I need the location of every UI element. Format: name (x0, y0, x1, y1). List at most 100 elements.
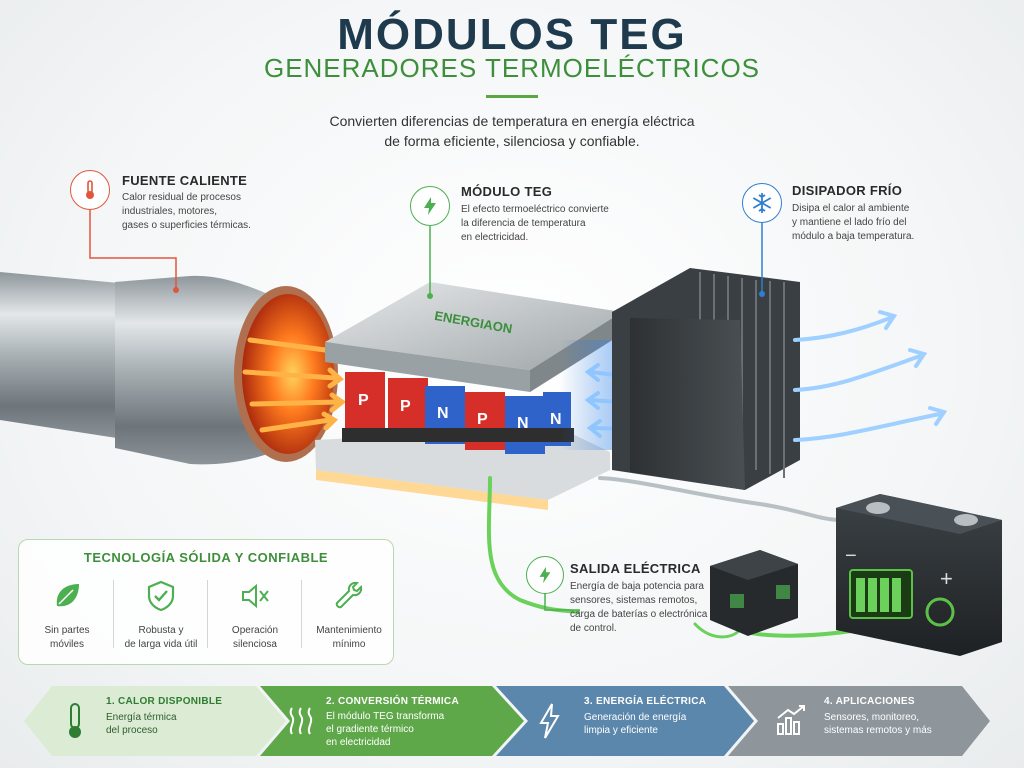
leg-label: N (550, 411, 562, 428)
step-arrow-4 (728, 686, 990, 756)
hot-source-line: Calor residual de procesos (122, 192, 241, 203)
feature-label: Sin partes móviles (21, 624, 113, 652)
cold-sink-line: y mantiene el lado frío del (792, 217, 907, 228)
feature-label: Robusta y de larga vida útil (115, 624, 207, 652)
shield-check-icon (147, 580, 175, 612)
feature-line: de larga vida útil (124, 639, 198, 650)
title-divider (486, 95, 538, 98)
step-line: sistemas remotos y más (824, 725, 932, 736)
feature-item: Robusta y de larga vida útil (115, 576, 207, 656)
feature-separator (207, 580, 208, 648)
step-text: Sensores, monitoreo, sistemas remotos y … (824, 711, 932, 737)
hot-source-line: gases o superficies térmicas. (122, 220, 251, 231)
step-title: 2. CONVERSIÓN TÉRMICA (326, 696, 459, 707)
process-steps: 1. CALOR DISPONIBLE Energía térmica del … (24, 686, 990, 756)
battery-minus: − (845, 545, 857, 567)
leg-label: N (437, 405, 449, 422)
feature-line: Operación (231, 625, 279, 636)
hot-source-line: industriales, motores, (122, 206, 218, 217)
teg-module-text: El efecto termoeléctrico convierte la di… (461, 203, 609, 245)
thermometer-icon (70, 170, 110, 210)
step-line: El módulo TEG transforma (326, 711, 445, 722)
callout-leaders (89, 208, 765, 611)
intro-line-1: Convierten diferencias de temperatura en… (329, 113, 695, 129)
leg-label: N (517, 415, 529, 432)
teg-leg-labels: P P N P N N (358, 392, 562, 432)
feature-item: Sin partes móviles (21, 576, 113, 656)
step-line: el gradiente térmico (326, 724, 414, 735)
step-line: Sensores, monitoreo, (824, 712, 920, 723)
page-subtitle: GENERADORES TERMOELÉCTRICOS (263, 53, 761, 83)
cold-sink-line: módulo a baja temperatura. (792, 231, 915, 242)
cold-sink-title: DISIPADOR FRÍO (792, 183, 903, 198)
control-box (710, 550, 798, 636)
bar-chart-icon (777, 705, 805, 735)
leg-label: P (400, 398, 411, 415)
electric-output-line: carga de baterías o electrónica (570, 609, 708, 620)
hot-pipe (0, 272, 338, 465)
battery (836, 494, 1002, 656)
step-text: Energía térmica del proceso (106, 711, 177, 737)
lightning-icon (410, 186, 450, 226)
thermometer-icon (69, 703, 81, 738)
cold-sink-line: Disipa el calor al ambiente (792, 203, 910, 214)
heat-sink (612, 268, 800, 490)
step-arrow-2 (260, 686, 524, 756)
step-title: 4. APLICACIONES (824, 696, 915, 707)
teg-module-line: la diferencia de temperatura (461, 218, 586, 229)
heat-waves-icon (289, 707, 313, 735)
features-title: TECNOLOGÍA SÓLIDA Y CONFIABLE (83, 550, 329, 565)
step-line: del proceso (106, 725, 158, 736)
step-line: Generación de energía (584, 712, 687, 723)
intro-line-2: de forma eficiente, silenciosa y confiab… (384, 133, 640, 149)
lightning-icon (526, 556, 564, 594)
process-steps-arrows (24, 686, 990, 756)
page-title: MÓDULOS TEG (337, 10, 687, 59)
features-panel: TECNOLOGÍA SÓLIDA Y CONFIABLE Sin partes… (18, 539, 394, 665)
step-text: El módulo TEG transforma el gradiente té… (326, 710, 444, 749)
step-line: Energía térmica (106, 712, 177, 723)
leaf-icon (56, 584, 79, 607)
dissipation-arrows (793, 310, 948, 442)
electric-output-line: Energía de baja potencia para (570, 581, 704, 592)
step-arrow-3 (496, 686, 754, 756)
battery-plus: + (940, 566, 953, 591)
teg-legs (342, 372, 574, 454)
electric-output-title: SALIDA ELÉCTRICA (570, 561, 701, 576)
feature-line: Robusta y (138, 625, 184, 636)
step-line: limpia y eficiente (584, 725, 658, 736)
snowflake-icon (742, 183, 782, 223)
intro-text: Convierten diferencias de temperatura en… (262, 111, 762, 151)
feature-label: Mantenimiento mínimo (303, 624, 395, 652)
teg-module-line: El efecto termoeléctrico convierte (461, 204, 609, 215)
step-line: en electricidad (326, 737, 391, 748)
teg-module-title: MÓDULO TEG (461, 184, 553, 199)
feature-line: Sin partes (44, 625, 90, 636)
step-title: 3. ENERGÍA ELÉCTRICA (584, 696, 707, 707)
teg-module-line: en electricidad. (461, 232, 529, 243)
feature-separator (301, 580, 302, 648)
feature-label: Operación silenciosa (209, 624, 301, 652)
feature-item: Operación silenciosa (209, 576, 301, 656)
speaker-mute-icon (242, 583, 269, 609)
feature-separator (113, 580, 114, 648)
hot-source-text: Calor residual de procesos industriales,… (122, 191, 251, 233)
feature-line: Mantenimiento (316, 625, 382, 636)
step-title: 1. CALOR DISPONIBLE (106, 696, 223, 707)
feature-line: silenciosa (233, 639, 277, 650)
feature-line: mínimo (332, 639, 366, 650)
feature-line: móviles (50, 639, 84, 650)
electric-output-text: Energía de baja potencia para sensores, … (570, 580, 707, 636)
leg-label: P (477, 411, 488, 428)
electric-output-line: de control. (570, 623, 617, 634)
cold-sink-text: Disipa el calor al ambiente y mantiene e… (792, 202, 914, 244)
hot-source-title: FUENTE CALIENTE (122, 173, 248, 188)
leg-label: P (358, 392, 369, 409)
feature-item: Mantenimiento mínimo (303, 576, 395, 656)
electric-output-line: sensores, sistemas remotos, (570, 595, 698, 606)
step-text: Generación de energía limpia y eficiente (584, 711, 686, 737)
lightning-icon (539, 703, 560, 739)
wrench-icon (335, 581, 363, 609)
step-arrow-1 (24, 686, 286, 756)
